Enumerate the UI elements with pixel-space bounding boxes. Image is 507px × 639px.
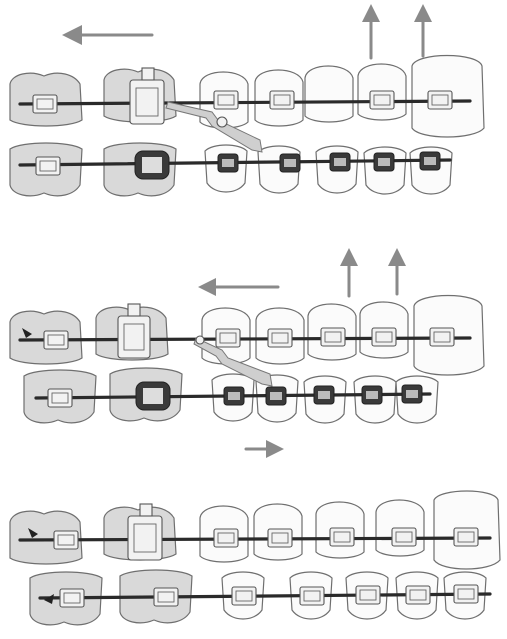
arrow-left-icon — [198, 278, 280, 296]
bracket — [401, 384, 423, 404]
bracket — [320, 327, 346, 347]
bracket — [371, 327, 397, 347]
bracket — [329, 527, 355, 547]
bracket — [47, 388, 73, 408]
bracket — [153, 587, 179, 607]
bracket — [299, 586, 325, 606]
bracket — [453, 584, 479, 604]
bracket — [269, 90, 295, 110]
arrow-left-icon — [62, 25, 154, 45]
bracket — [213, 528, 239, 548]
upper-archwire — [18, 336, 472, 342]
bracket — [231, 586, 257, 606]
arrow-up-icon — [388, 248, 406, 296]
bracket — [279, 153, 301, 173]
bracket — [265, 386, 287, 406]
arrow-right-icon — [244, 440, 284, 458]
bracket — [28, 528, 38, 538]
bracket — [135, 381, 171, 411]
bracket — [35, 156, 61, 176]
bracket — [44, 594, 54, 604]
panel-2 — [9, 248, 485, 458]
elastic-chain — [165, 101, 263, 153]
bracket — [129, 67, 165, 125]
bracket — [267, 328, 293, 348]
bracket — [117, 303, 151, 359]
upper-arch — [9, 54, 485, 138]
bracket — [127, 503, 163, 561]
elastic-chain — [193, 335, 273, 387]
bracket — [22, 328, 32, 338]
bracket — [223, 386, 245, 406]
bracket — [453, 527, 479, 547]
bracket — [405, 585, 431, 605]
bracket — [43, 330, 69, 350]
panel-3 — [9, 490, 501, 626]
bracket — [53, 530, 79, 550]
upper-arch — [9, 294, 485, 376]
bracket — [59, 588, 85, 608]
bracket — [361, 385, 383, 405]
bracket — [134, 150, 170, 180]
upper-arch — [9, 490, 501, 570]
arrow-up-icon — [340, 248, 358, 298]
bracket — [355, 585, 381, 605]
bracket — [267, 528, 293, 548]
arrow-up-icon — [414, 4, 432, 58]
bracket — [213, 90, 239, 110]
bracket — [32, 94, 58, 114]
bracket — [419, 151, 441, 171]
bracket — [217, 153, 239, 173]
bracket — [373, 152, 395, 172]
upper-archwire — [18, 99, 472, 106]
bracket — [329, 152, 351, 172]
upper-archwire — [18, 536, 492, 542]
bracket — [391, 527, 417, 547]
arrow-up-icon — [362, 4, 380, 60]
bracket — [313, 385, 335, 405]
bracket — [369, 90, 395, 110]
bracket — [429, 327, 455, 347]
bracket — [427, 90, 453, 110]
panel-1 — [9, 4, 485, 197]
bracket — [215, 328, 241, 348]
